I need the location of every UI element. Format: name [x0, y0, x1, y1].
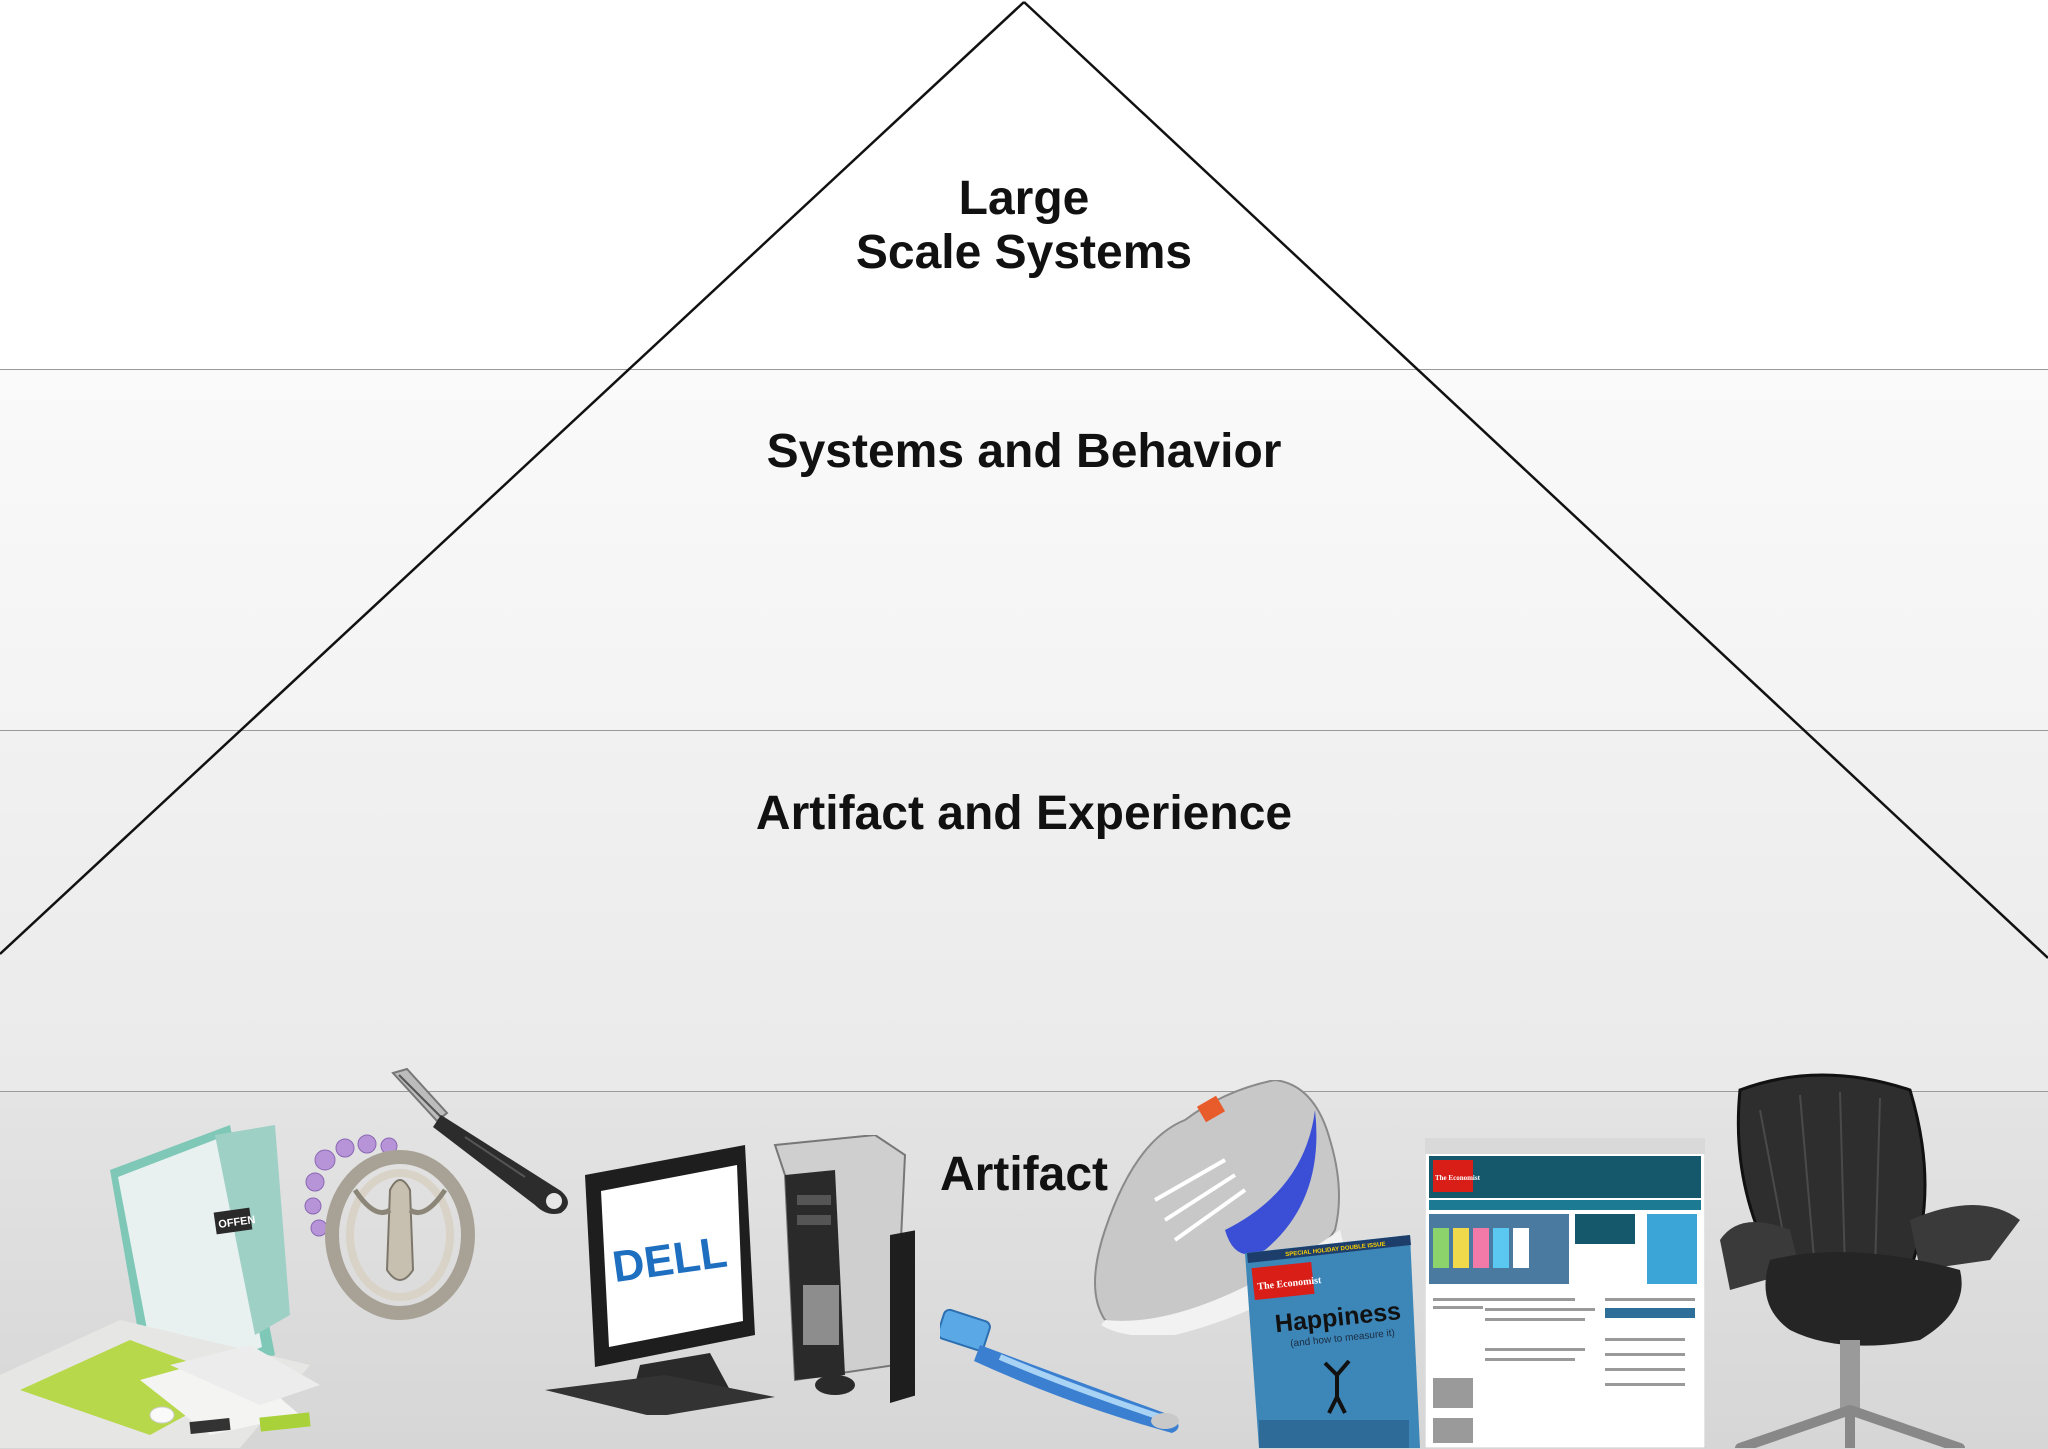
label-large-scale-systems: Large Scale Systems [0, 172, 2048, 280]
pyramid-right-edge [1023, 1, 2048, 959]
website-logo-text: The Economist [1435, 1174, 1481, 1182]
pyramid-left-edge [0, 1, 1025, 955]
peeler-image [391, 1067, 568, 1214]
level-artifact-experience-band [0, 730, 2048, 1092]
ornament-bracelet-image [304, 1134, 475, 1320]
stationery-set-image: OFFEN [0, 1125, 320, 1448]
label-artifact: Artifact [939, 1148, 1109, 1201]
office-chair-image [1720, 1073, 2020, 1448]
label-large-line1: Large [958, 172, 1090, 225]
label-large-line2: Scale Systems [855, 226, 1193, 279]
level-large-scale-systems-band [0, 0, 2048, 369]
level-systems-behavior-band [0, 369, 2048, 731]
stationery-sign-text: OFFEN [218, 1214, 257, 1231]
economist-website-image: The Economist [1425, 1138, 1705, 1448]
label-artifact-and-experience: Artifact and Experience [755, 787, 1293, 840]
economist-magazine-image: SPECIAL HOLIDAY DOUBLE ISSUE The Economi… [1245, 1235, 1420, 1448]
desktop-computer-image: DELL [545, 1135, 915, 1415]
razor-image [940, 1308, 1179, 1433]
label-systems-and-behavior: Systems and Behavior [766, 425, 1282, 478]
